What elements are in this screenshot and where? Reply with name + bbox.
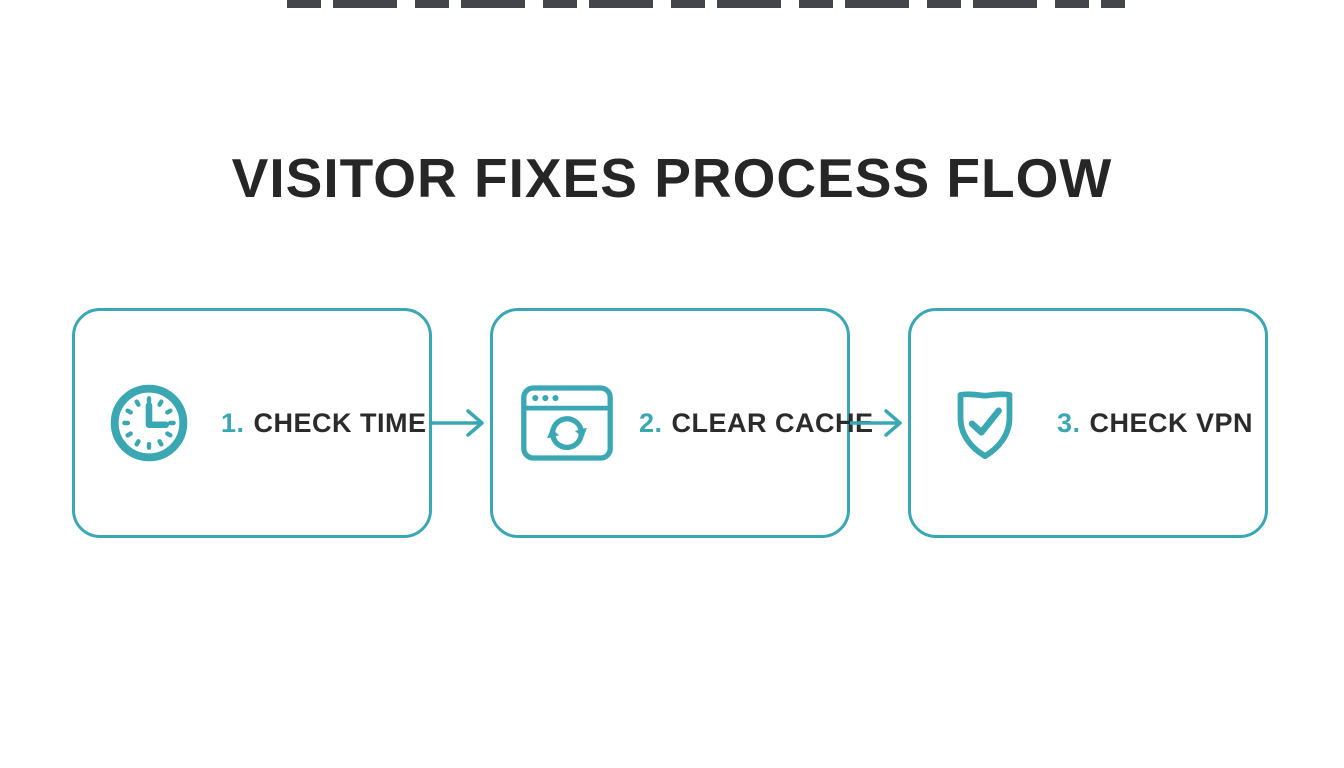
clock-icon xyxy=(101,379,197,467)
arrow-right-icon xyxy=(850,401,908,445)
step-text: CHECK TIME xyxy=(253,407,427,438)
step-label: 2. CLEAR CACHE xyxy=(639,408,874,439)
step-label: 3. CHECK VPN xyxy=(1057,408,1253,439)
step-card-check-time: 1. CHECK TIME xyxy=(72,308,432,538)
step-text: CHECK VPN xyxy=(1089,407,1254,438)
step-number: 2. xyxy=(639,407,663,438)
step-card-check-vpn: 3. CHECK VPN xyxy=(908,308,1268,538)
step-label: 1. CHECK TIME xyxy=(221,408,427,439)
process-flow-row: 1. CHECK TIME xyxy=(72,308,1268,538)
arrow-right-icon xyxy=(432,401,490,445)
cropped-text-fragment xyxy=(287,0,1125,8)
step-text: CLEAR CACHE xyxy=(671,407,874,438)
shield-check-icon xyxy=(937,379,1033,467)
step-number: 3. xyxy=(1057,407,1081,438)
step-card-clear-cache: 2. CLEAR CACHE xyxy=(490,308,873,538)
step-number: 1. xyxy=(221,407,245,438)
page-title: VISITOR FIXES PROCESS FLOW xyxy=(231,147,1113,209)
browser-refresh-icon xyxy=(519,384,615,462)
